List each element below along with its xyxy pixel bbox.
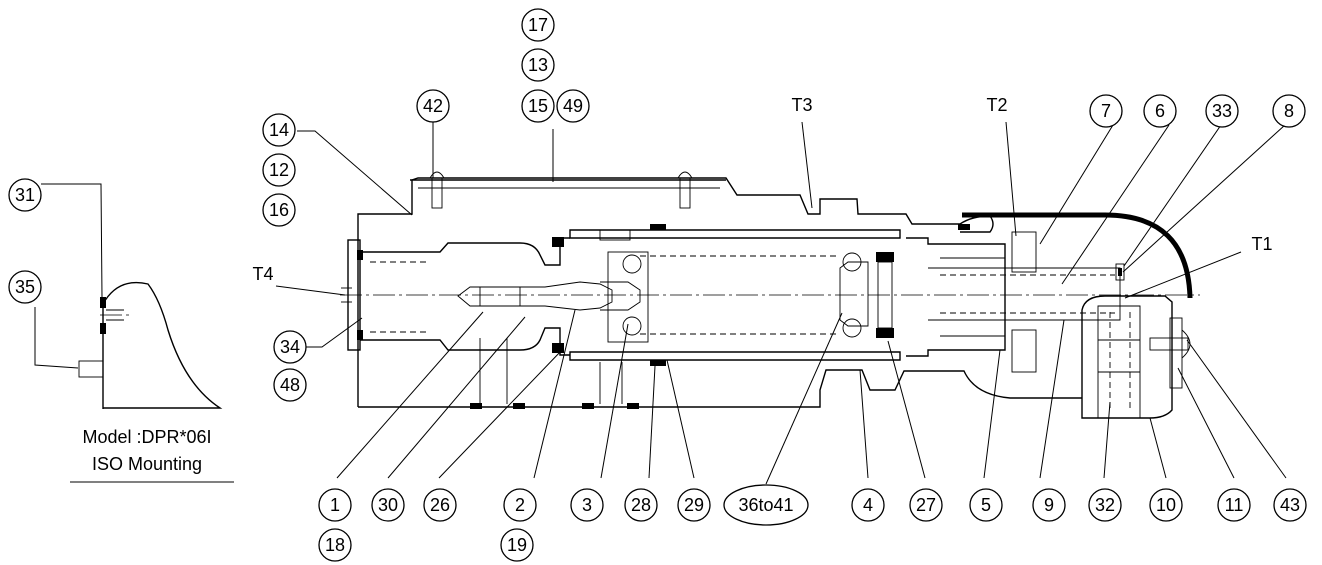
svg-text:9: 9 bbox=[1044, 495, 1054, 515]
balloon-42: 42 bbox=[416, 89, 450, 123]
balloon-5: 5 bbox=[969, 488, 1003, 522]
svg-text:26: 26 bbox=[430, 495, 450, 515]
port-t1-label: T1 bbox=[1251, 234, 1272, 254]
svg-text:19: 19 bbox=[507, 535, 527, 555]
svg-text:16: 16 bbox=[269, 200, 289, 220]
svg-text:42: 42 bbox=[423, 96, 443, 116]
svg-text:11: 11 bbox=[1225, 495, 1244, 515]
port-t2-label: T2 bbox=[986, 95, 1007, 115]
balloon-18: 18 bbox=[318, 528, 352, 562]
svg-text:10: 10 bbox=[1156, 495, 1176, 515]
svg-text:18: 18 bbox=[325, 535, 345, 555]
svg-text:14: 14 bbox=[269, 120, 289, 140]
balloon-1: 1 bbox=[318, 488, 352, 522]
svg-text:35: 35 bbox=[15, 277, 35, 297]
svg-text:8: 8 bbox=[1284, 101, 1294, 121]
balloon-49: 49 bbox=[556, 89, 590, 123]
balloon-11: 11 bbox=[1217, 488, 1251, 522]
balloon-48: 48 bbox=[273, 368, 307, 402]
balloon-26: 26 bbox=[423, 488, 457, 522]
balloon-19: 19 bbox=[500, 528, 534, 562]
svg-text:4: 4 bbox=[863, 495, 873, 515]
svg-text:3: 3 bbox=[582, 495, 592, 515]
valve-body bbox=[340, 171, 1200, 419]
caption-model: Model :DPR*06I bbox=[82, 427, 211, 447]
svg-text:33: 33 bbox=[1212, 101, 1232, 121]
balloon-34: 34 bbox=[273, 330, 307, 364]
balloon-14: 14 bbox=[262, 113, 296, 147]
balloon-9: 9 bbox=[1032, 488, 1066, 522]
svg-text:1: 1 bbox=[330, 495, 340, 515]
svg-text:28: 28 bbox=[631, 495, 651, 515]
svg-text:29: 29 bbox=[684, 495, 704, 515]
iso-mounting-side-view bbox=[78, 281, 223, 409]
svg-text:12: 12 bbox=[269, 160, 289, 180]
balloon-12: 12 bbox=[262, 153, 296, 187]
balloon-10: 10 bbox=[1149, 488, 1183, 522]
svg-text:13: 13 bbox=[528, 55, 548, 75]
balloon-4: 4 bbox=[851, 488, 885, 522]
svg-text:7: 7 bbox=[1101, 101, 1111, 121]
balloon-8: 8 bbox=[1272, 94, 1306, 128]
balloon-33: 33 bbox=[1205, 94, 1239, 128]
balloon-7: 7 bbox=[1089, 94, 1123, 128]
balloon-13: 13 bbox=[521, 48, 555, 82]
svg-text:32: 32 bbox=[1095, 495, 1115, 515]
balloon-6: 6 bbox=[1143, 94, 1177, 128]
balloon-43: 43 bbox=[1273, 488, 1307, 522]
balloon-15: 15 bbox=[521, 89, 555, 123]
balloon-31: 31 bbox=[8, 178, 42, 212]
svg-text:2: 2 bbox=[515, 495, 525, 515]
caption-mounting: ISO Mounting bbox=[92, 454, 202, 474]
balloon-27: 27 bbox=[909, 488, 943, 522]
svg-text:31: 31 bbox=[15, 185, 35, 205]
svg-text:27: 27 bbox=[916, 495, 936, 515]
balloon-32: 32 bbox=[1088, 488, 1122, 522]
part-balloons: 17 13 15 49 42 14 12 16 31 35 34 48 7 6 … bbox=[8, 8, 1307, 562]
leader-lines bbox=[34, 117, 1287, 485]
balloon-28: 28 bbox=[624, 488, 658, 522]
balloon-17: 17 bbox=[521, 8, 555, 42]
balloon-36to41: 36to41 bbox=[723, 484, 809, 526]
balloon-16: 16 bbox=[262, 193, 296, 227]
port-labels: T3 T2 T1 T4 bbox=[252, 95, 1272, 284]
svg-text:17: 17 bbox=[528, 15, 548, 35]
port-t4-label: T4 bbox=[252, 264, 273, 284]
balloon-30: 30 bbox=[371, 488, 405, 522]
svg-text:6: 6 bbox=[1155, 101, 1165, 121]
balloon-29: 29 bbox=[677, 488, 711, 522]
svg-text:48: 48 bbox=[280, 375, 300, 395]
port-t3-label: T3 bbox=[791, 95, 812, 115]
svg-text:49: 49 bbox=[563, 96, 583, 116]
svg-text:30: 30 bbox=[378, 495, 398, 515]
balloon-3: 3 bbox=[570, 488, 604, 522]
balloon-35: 35 bbox=[8, 270, 42, 304]
svg-text:5: 5 bbox=[981, 495, 991, 515]
svg-text:34: 34 bbox=[280, 337, 300, 357]
balloon-2: 2 bbox=[503, 488, 537, 522]
svg-text:15: 15 bbox=[528, 96, 548, 116]
svg-text:36to41: 36to41 bbox=[738, 495, 793, 515]
svg-text:43: 43 bbox=[1280, 495, 1300, 515]
caption: Model :DPR*06I ISO Mounting bbox=[70, 427, 234, 483]
